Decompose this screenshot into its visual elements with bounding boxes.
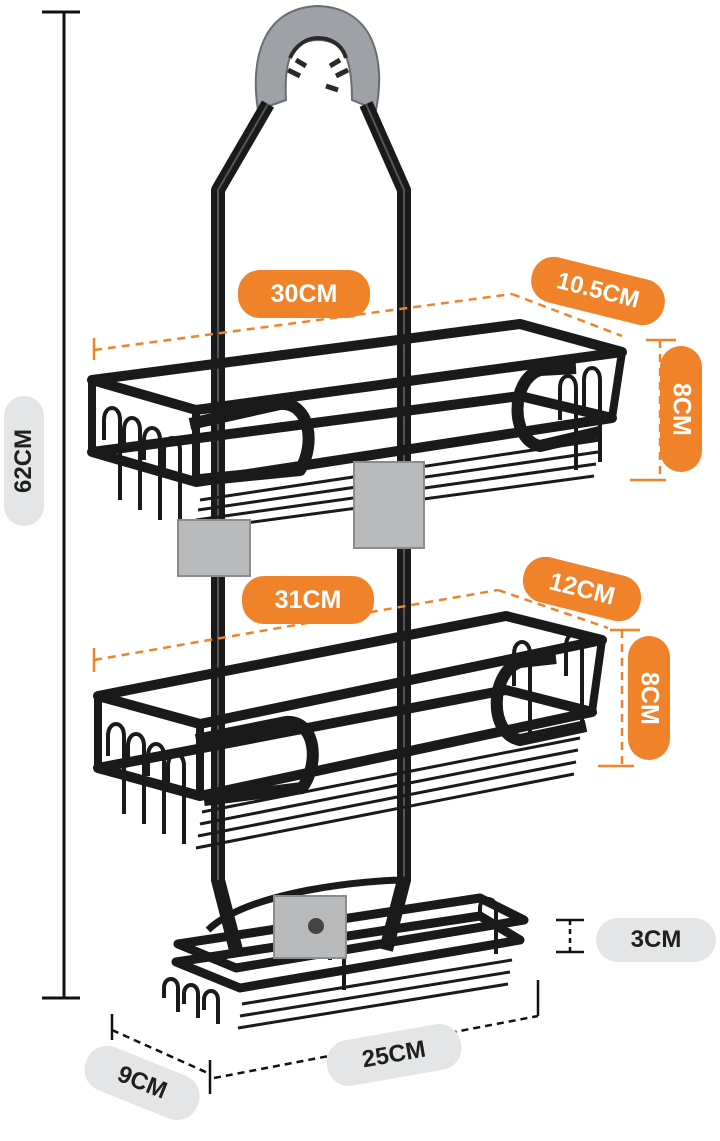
adhesive-pad (353, 461, 425, 549)
middle-basket (93, 611, 607, 850)
adhesive-pad (177, 519, 251, 577)
dark-measure-lines (110, 918, 584, 1094)
bottom-basket (162, 876, 529, 1030)
top-basket-height-label: 8CM (660, 346, 702, 472)
hook (254, 4, 381, 112)
screw-icon (308, 918, 324, 934)
total-height-measure (42, 10, 80, 1000)
middle-basket-height-label: 8CM (628, 636, 670, 760)
bottom-basket-height-label: 3CM (596, 918, 716, 962)
middle-basket-width-label: 31CM (242, 576, 374, 624)
total-height-label: 62CM (4, 396, 44, 526)
top-basket-width-label: 30CM (238, 270, 370, 318)
